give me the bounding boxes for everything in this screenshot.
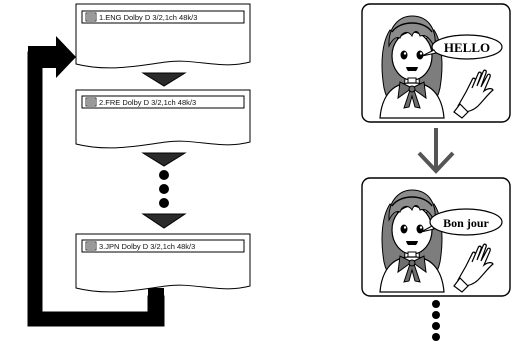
speech-bubble: HELLO <box>421 34 503 60</box>
audio-track-label-2: 2.FRE Dolby D 3/2,1ch 48k/3 <box>99 98 196 107</box>
screen-panel-1: 1.ENG Dolby D 3/2,1ch 48k/3 <box>75 3 251 69</box>
down-arrow-icon <box>141 72 187 87</box>
tv-panel-2: Bon jour <box>361 177 511 297</box>
audio-track-icon <box>85 97 97 107</box>
audio-track-label-3: 3.JPN Dolby D 3/2,1ch 48k/3 <box>99 242 195 251</box>
down-arrow-icon <box>141 213 187 229</box>
vertical-ellipsis-icon <box>432 300 440 341</box>
screen-panel-3: 3.JPN Dolby D 3/2,1ch 48k/3 <box>75 233 251 293</box>
girl-character-icon <box>379 189 445 293</box>
speech-text-2: Bon jour <box>443 216 489 230</box>
audio-track-icon <box>85 12 97 22</box>
tv-panel-1: HELLO <box>361 3 511 123</box>
down-arrow-icon <box>417 128 455 174</box>
loop-back-arrow-icon <box>27 36 165 327</box>
girl-character-icon <box>379 15 445 119</box>
down-arrow-icon <box>141 152 187 167</box>
vertical-ellipsis-icon <box>159 170 169 208</box>
speech-text-1: HELLO <box>444 40 490 55</box>
audio-track-icon <box>85 241 97 251</box>
screen-panel-2: 2.FRE Dolby D 3/2,1ch 48k/3 <box>75 89 251 149</box>
audio-track-label-1: 1.ENG Dolby D 3/2,1ch 48k/3 <box>99 13 197 22</box>
speech-bubble: Bon jour <box>420 208 503 236</box>
